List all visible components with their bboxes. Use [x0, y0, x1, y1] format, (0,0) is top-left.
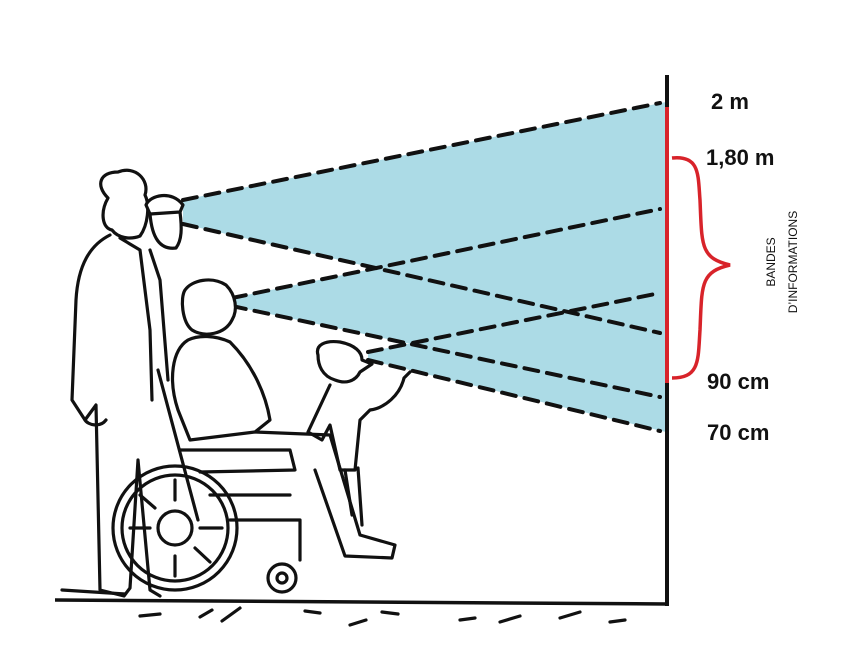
view-cones: [183, 102, 666, 432]
wheelchair-icon: [111, 448, 302, 594]
band-label-line2: D’INFORMATIONS: [786, 211, 800, 313]
sightlines: [181, 101, 662, 433]
height-label-70cm: 70 cm: [707, 420, 769, 445]
child-figure: [306, 339, 412, 527]
ground-line: [54, 598, 668, 606]
brace-icon: [671, 156, 731, 380]
ground-marks: [138, 606, 627, 627]
standing-adult-figure: [60, 168, 162, 598]
height-label-90cm: 90 cm: [707, 369, 769, 394]
wheelchair-user-figure: [156, 278, 397, 560]
helmet-person-figure: [144, 194, 185, 382]
band-label-line1: BANDES: [764, 237, 778, 286]
height-label-2m: 2 m: [711, 89, 749, 114]
cone-child: [368, 292, 666, 432]
height-label-180cm: 1,80 m: [706, 145, 775, 170]
